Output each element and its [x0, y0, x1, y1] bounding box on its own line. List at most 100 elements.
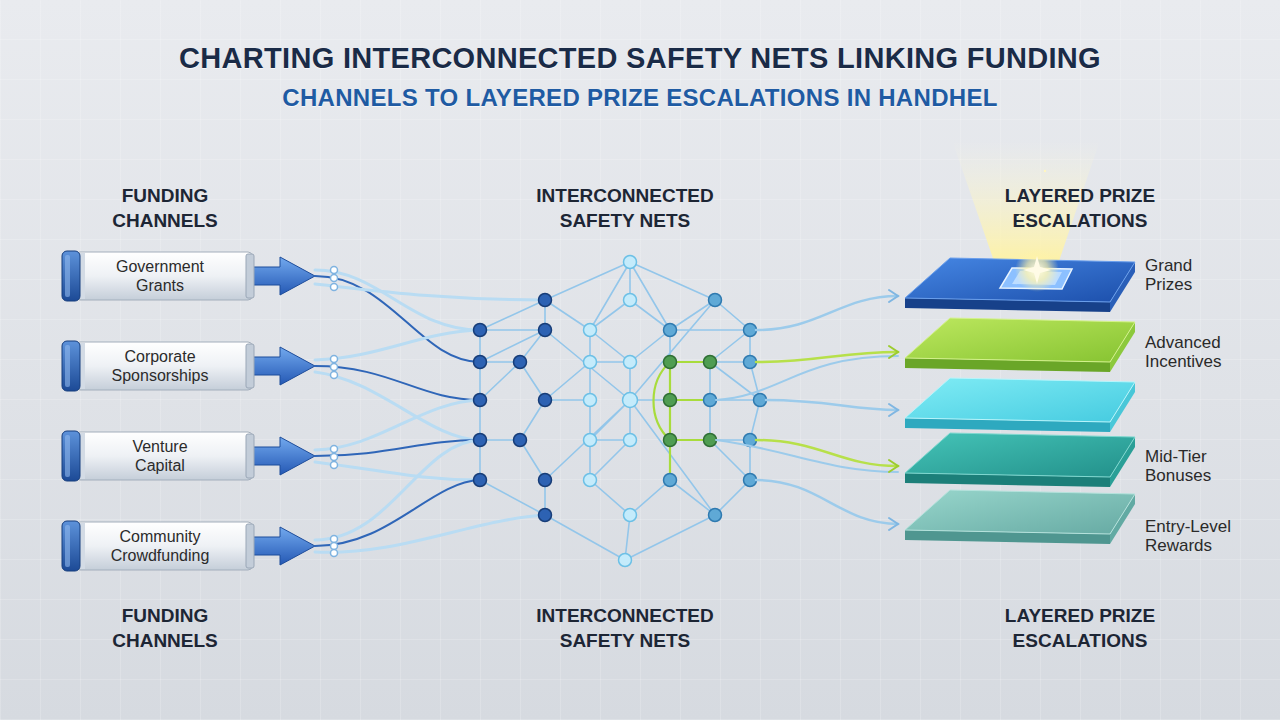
feed-dot: [331, 462, 338, 469]
output-chevron: [889, 290, 898, 302]
output-lines: [716, 290, 898, 530]
net-node: [709, 294, 722, 307]
feed-line: [315, 400, 480, 450]
layer-slab: [900, 431, 1140, 491]
net-node: [664, 356, 677, 369]
pipe-cap-shine: [65, 525, 70, 567]
slab-top: [905, 490, 1135, 534]
feed-lines: [315, 270, 545, 552]
arrow-shape: [246, 527, 315, 565]
slab-top: [905, 433, 1135, 477]
sparkle-dot: [1059, 193, 1062, 196]
net-node: [624, 509, 637, 522]
net-node: [584, 324, 597, 337]
output-line: [716, 356, 898, 400]
net-node: [474, 356, 487, 369]
sparkle-dot: [1018, 214, 1021, 217]
arrow-shape: [246, 347, 315, 385]
net-node: [539, 474, 552, 487]
net-node: [704, 434, 717, 447]
net-node: [623, 393, 638, 408]
output-line: [756, 480, 898, 524]
pipe-body: [76, 342, 252, 390]
pipe-body: [76, 522, 252, 570]
net-node: [624, 356, 637, 369]
layer-slab: [900, 316, 1140, 376]
pipe-ring: [246, 524, 254, 568]
arrow-shape: [246, 437, 315, 475]
net-node: [584, 474, 597, 487]
pipe-shape: [62, 430, 257, 482]
net-node: [744, 356, 757, 369]
pipe-ring: [246, 254, 254, 298]
net-node: [539, 294, 552, 307]
layer-label: Entry-Level Rewards: [1145, 517, 1237, 555]
channel-label: Government Grants: [106, 257, 214, 295]
net-node: [709, 509, 722, 522]
net-node: [584, 394, 597, 407]
pipe-cap: [62, 431, 80, 481]
net-nodes-light: [584, 256, 638, 567]
column-heading: INTERCONNECTED SAFETY NETS: [515, 183, 735, 233]
net-node: [664, 394, 677, 407]
feed-dot: [331, 267, 338, 274]
net-node: [754, 394, 767, 407]
pipe-shape: [62, 340, 257, 392]
feed-dot: [331, 543, 338, 550]
net-nodes-dark: [474, 294, 552, 522]
net-node: [744, 474, 757, 487]
channel-label: Corporate Sponsorships: [106, 347, 214, 385]
pipe-ring: [246, 434, 254, 478]
layer-label: Advanced Incentives: [1145, 333, 1237, 371]
net-node: [744, 324, 757, 337]
layer-slab: [900, 488, 1140, 548]
output-line: [716, 440, 898, 472]
feed-line: [315, 284, 545, 300]
net-node: [704, 394, 717, 407]
funding-channel: Community Crowdfunding: [62, 520, 257, 572]
output-chevron: [889, 460, 898, 472]
net-lines: [480, 262, 760, 560]
funding-channel: Venture Capital: [62, 430, 257, 482]
pipe-cap-shine: [65, 345, 70, 387]
output-line: [756, 296, 898, 330]
feed-line: [315, 515, 545, 552]
pipe-cap: [62, 341, 80, 391]
feed-dot: [331, 284, 338, 291]
pipe-shape: [62, 250, 257, 302]
feed-dot: [331, 536, 338, 543]
feed-line: [315, 440, 480, 540]
arrow-shape: [246, 257, 315, 295]
column-heading: FUNDING CHANNELS: [95, 603, 235, 653]
feed-line: [315, 372, 480, 440]
sparkle: [1023, 256, 1051, 284]
net-nodes-mid: [664, 294, 767, 522]
net-node: [624, 256, 637, 269]
output-chevron: [889, 346, 898, 358]
output-chevron: [889, 518, 898, 530]
slab-top: [905, 318, 1135, 362]
feed-dot: [331, 356, 338, 363]
pipe-body: [76, 432, 252, 480]
net-node: [474, 394, 487, 407]
feed-dot: [331, 364, 338, 371]
net-node: [474, 474, 487, 487]
column-heading: INTERCONNECTED SAFETY NETS: [515, 603, 735, 653]
cyan-layer: [905, 378, 1135, 432]
slab-top: [905, 378, 1135, 422]
net-highlight: [654, 362, 711, 480]
pipe-cap-shine: [65, 435, 70, 477]
net-node: [664, 474, 677, 487]
feed-dot: [331, 550, 338, 557]
text-holder: Government Grants: [106, 250, 214, 302]
net-node: [539, 509, 552, 522]
layer-label: Mid-Tier Bonuses: [1145, 447, 1237, 485]
pipe-cap: [62, 521, 80, 571]
column-heading: LAYERED PRIZE ESCALATIONS: [980, 603, 1180, 653]
feed-dot: [331, 372, 338, 379]
feed-line: [315, 330, 480, 360]
output-chevron: [889, 404, 898, 416]
text-holder: Corporate Sponsorships: [106, 340, 214, 392]
prize-layer: Mid-Tier Bonuses: [900, 431, 1140, 491]
net-node: [584, 434, 597, 447]
